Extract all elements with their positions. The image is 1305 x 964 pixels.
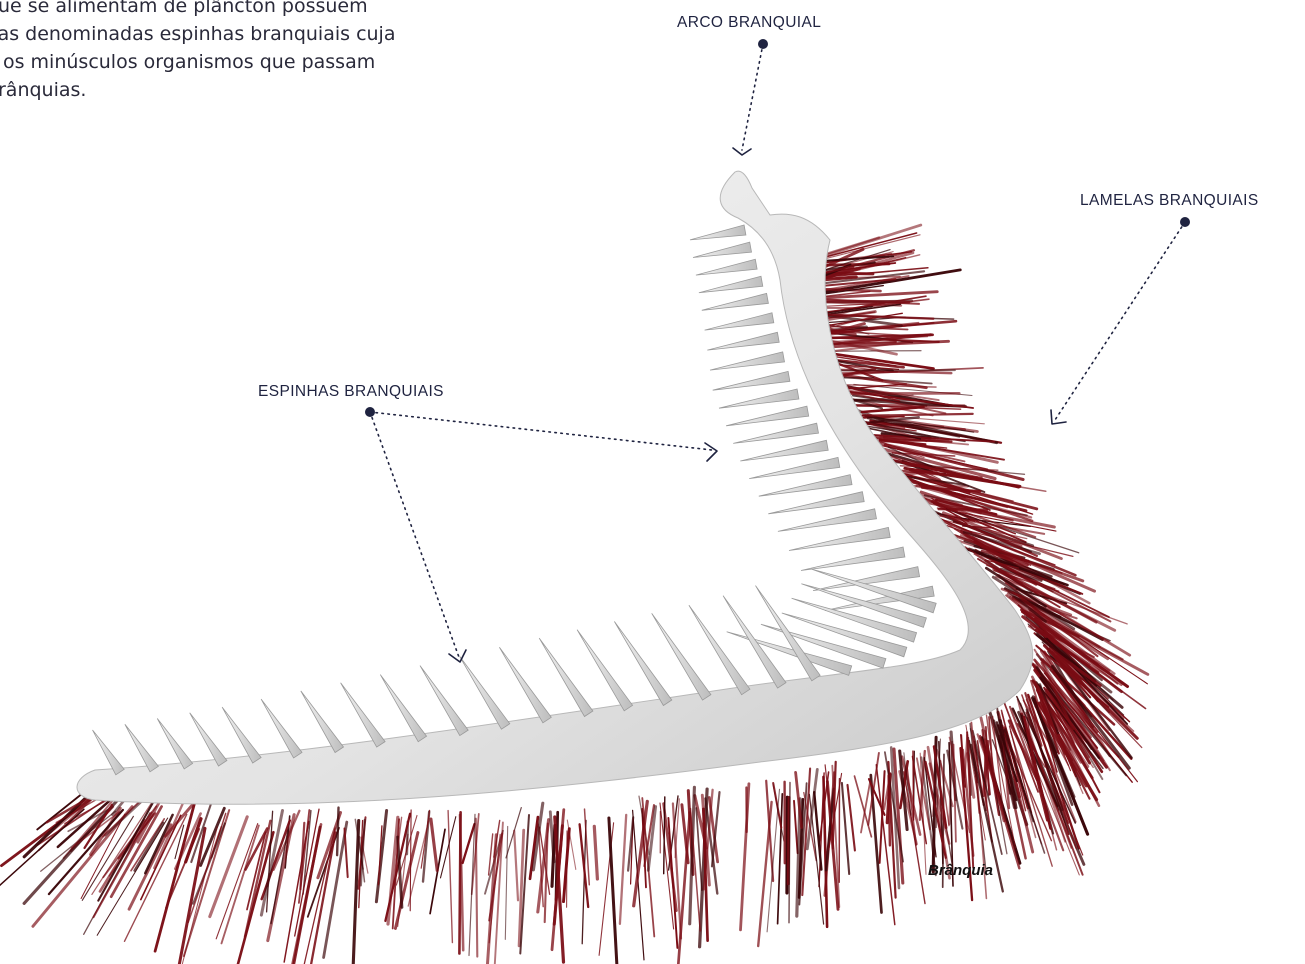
gill-raker: [261, 699, 302, 758]
gill-raker: [710, 352, 785, 370]
lamella-filament: [794, 801, 798, 853]
figure-caption: Brânquia: [928, 862, 993, 879]
gill-raker: [125, 724, 158, 772]
lamella-filament: [741, 784, 749, 930]
lamella-filament: [620, 815, 626, 924]
lamella-filament: [431, 819, 437, 870]
lamelas-arrowhead-icon: [1051, 410, 1066, 424]
gill-raker: [705, 313, 774, 330]
lamella-filament: [324, 822, 347, 957]
espinhas-arrowhead-icon: [449, 650, 466, 662]
gill-raker: [801, 547, 905, 571]
lamella-filament: [448, 811, 452, 943]
gill-raker: [702, 293, 769, 310]
gill-raker: [759, 475, 852, 497]
arco-label-dot: [758, 39, 768, 49]
lamella-filament: [758, 802, 771, 946]
gill-raker: [93, 730, 125, 775]
gill-raker: [157, 719, 192, 769]
gill-raker: [690, 225, 746, 240]
gill-raker: [733, 423, 818, 443]
espinhas-branquiais-label: ESPINHAS BRANQUIAIS: [258, 383, 444, 401]
espinhas-leader-line-2: [370, 412, 460, 660]
lamelas-leader-line: [1055, 222, 1185, 420]
gill-raker: [420, 666, 468, 736]
espinhas-leader-line-1: [370, 412, 712, 450]
arco-leader-line: [742, 44, 763, 150]
gill-raker: [713, 371, 790, 390]
gill-raker: [789, 527, 890, 550]
lamella-filament: [594, 826, 597, 879]
lamella-filament: [2, 796, 95, 865]
espinhas-label-dot: [365, 407, 375, 417]
espinhas-arrowhead-icon: [705, 443, 717, 461]
gill-raker: [460, 656, 510, 729]
gill-raker: [499, 647, 551, 723]
gill-arch: [77, 171, 1033, 804]
gill-raker: [707, 332, 779, 350]
gill-raker: [539, 638, 593, 716]
gill-raker: [190, 713, 227, 766]
gill-raker: [341, 683, 386, 747]
lamella-filament: [376, 811, 386, 902]
gill-raker: [380, 675, 426, 742]
lamella-filament: [505, 826, 507, 939]
gill-raker: [778, 509, 877, 532]
arco-arrowhead-icon: [733, 148, 751, 155]
lamella-filament: [459, 812, 460, 953]
lamella-filament: [271, 830, 288, 924]
lamella-filament: [353, 821, 359, 964]
arco-branquial-label: ARCO BRANQUIAL: [677, 14, 821, 32]
lamella-filament: [609, 818, 617, 964]
gill-raker: [693, 242, 752, 257]
gill-raker: [740, 440, 828, 461]
lamella-filament: [848, 785, 855, 851]
gill-raker: [699, 276, 763, 292]
lamella-filament: [954, 745, 956, 842]
lamella-filament: [514, 831, 518, 901]
lamella-filament: [889, 776, 890, 846]
gill-raker: [726, 406, 809, 426]
lamella-filament: [245, 821, 270, 937]
lamella-filament: [823, 301, 909, 302]
gill-raker: [719, 389, 799, 408]
lamella-filament: [308, 832, 335, 964]
lamella-filament: [789, 783, 790, 923]
gill-raker: [768, 492, 864, 514]
gill-raker: [222, 707, 261, 763]
lamella-filament: [476, 819, 478, 957]
gill-raker: [749, 457, 840, 478]
gill-raker: [301, 691, 344, 753]
gill-raker: [696, 259, 757, 275]
gill-raker: [577, 630, 633, 711]
lamella-filament: [345, 829, 348, 878]
lamelas-label-dot: [1180, 217, 1190, 227]
lamelas-branquiais-label: LAMELAS BRANQUIAIS: [1080, 192, 1259, 210]
